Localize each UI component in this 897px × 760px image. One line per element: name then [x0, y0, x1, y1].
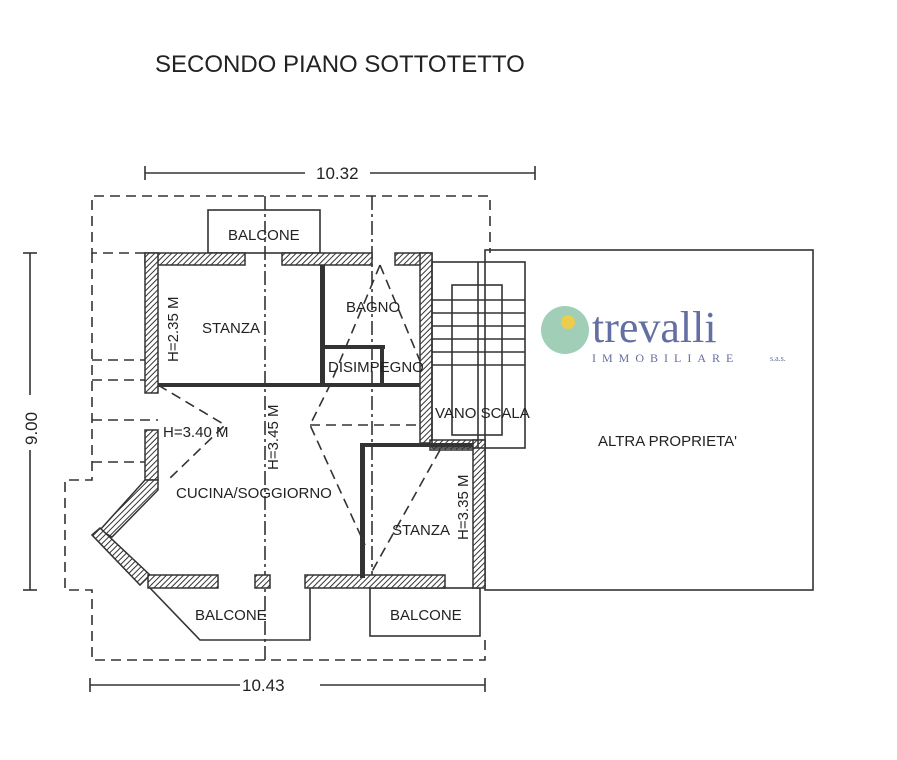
height-label-side: H=3.40 M [163, 424, 228, 441]
watermark: trevalli IMMOBILIARE s.a.s. [541, 303, 786, 365]
room-label-disimpegno: DISIMPEGNO [328, 359, 424, 376]
room-label-altra-proprieta: ALTRA PROPRIETA' [598, 433, 737, 450]
dimension-top: 10.32 [144, 164, 536, 183]
walls [90, 252, 486, 589]
room-label-balcone-top: BALCONE [228, 227, 300, 244]
balcony-top [207, 209, 321, 254]
room-label-stanza-1: STANZA [202, 320, 260, 337]
room-label-vano-scala: VANO SCALA [435, 405, 530, 422]
room-label-bagno: BAGNO [346, 299, 400, 316]
watermark-logo-icon [541, 306, 589, 354]
other-property-area [484, 249, 814, 591]
watermark-sun-icon [561, 315, 575, 329]
room-label-balcone-bottom-right: BALCONE [390, 607, 462, 624]
dimension-bottom-label: 10.43 [242, 676, 285, 695]
room-label-balcone-bottom-left: BALCONE [195, 607, 267, 624]
watermark-sub: IMMOBILIARE [592, 351, 739, 365]
height-label-cucina: H=3.45 M [265, 405, 282, 470]
dimension-left: 9.00 [22, 252, 41, 591]
dimension-top-label: 10.32 [316, 164, 359, 183]
watermark-brand: trevalli [592, 303, 717, 352]
room-label-cucina-soggiorno: CUCINA/SOGGIORNO [176, 485, 332, 502]
plan-title: SECONDO PIANO SOTTOTETTO [155, 51, 525, 78]
height-label-stanza-1: H=2.35 M [165, 297, 182, 362]
watermark-suffix: s.a.s. [770, 354, 786, 363]
staircase [431, 261, 526, 449]
dimension-left-label: 9.00 [22, 412, 41, 445]
height-label-stanza-2: H=3.35 M [455, 475, 472, 540]
room-label-stanza-2: STANZA [392, 522, 450, 539]
balcony-bottom-left [149, 587, 311, 641]
dimension-bottom: 10.43 [89, 676, 486, 695]
